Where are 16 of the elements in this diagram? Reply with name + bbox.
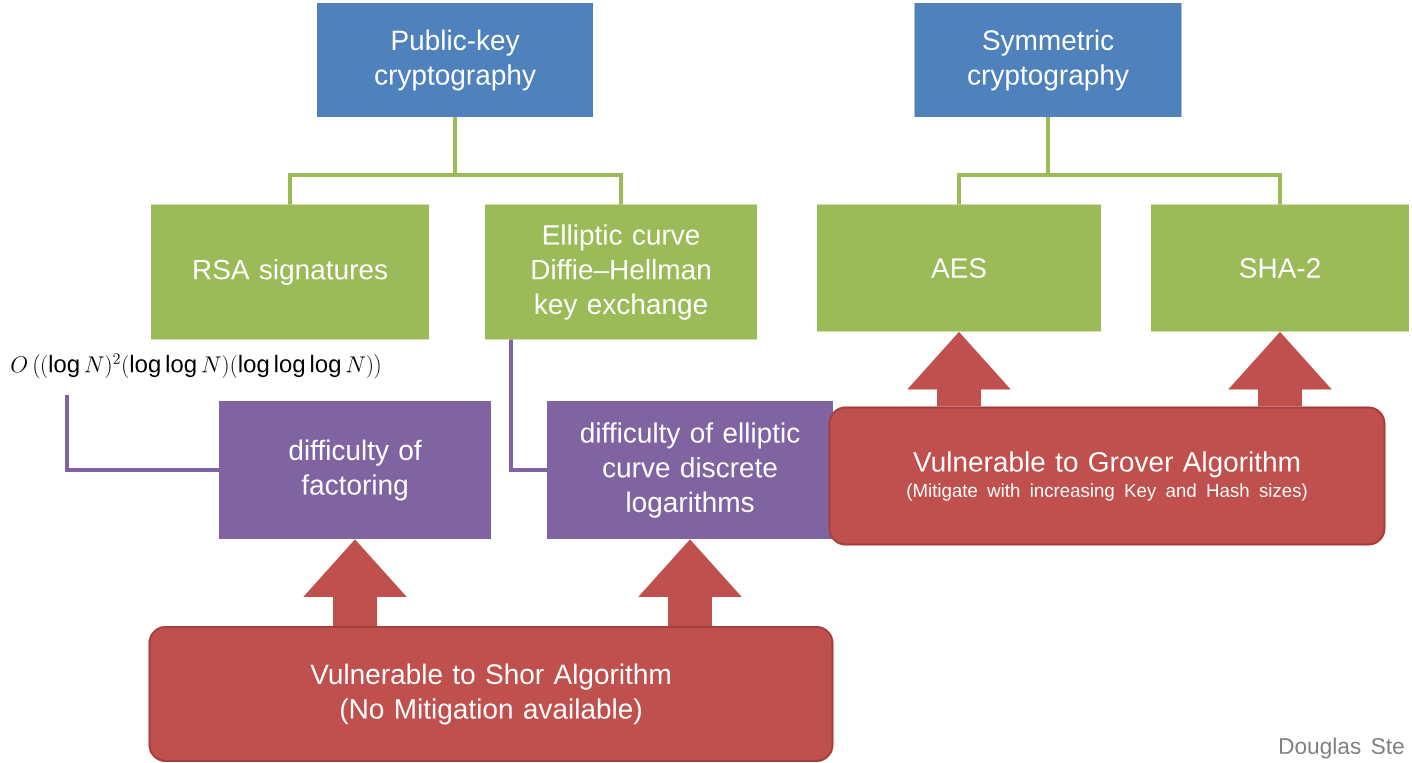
- heading-box: Symmetric cryptography: [914, 3, 1182, 117]
- category-box: SHA-2: [1151, 204, 1409, 332]
- problem-box: difficulty of factoring: [219, 401, 491, 539]
- warning-box: Vulnerable to Shor Algorithm (No Mitigation available): [148, 626, 834, 762]
- warning-box: Vulnerable to Grover Algorithm (Mitigate with increasing Key and Hash sizes): [828, 406, 1386, 546]
- heading-box: Public-key cryptography: [317, 3, 593, 117]
- category-box: RSA signatures: [151, 204, 429, 340]
- author-credit: Douglas Ste: [1279, 737, 1404, 759]
- problem-box: difficulty of elliptic curve discrete logarithms: [547, 401, 833, 539]
- connector-line: [509, 339, 547, 472]
- connector-line: [65, 395, 219, 472]
- category-box: Elliptic curve Diffie–Hellman key exchange: [485, 204, 757, 340]
- complexity-formula: $O\left((\log N)^2(\log\log N)(\log\log\log N)\right)$: [11, 353, 380, 379]
- category-box: AES: [817, 204, 1101, 332]
- tree-connector: [453, 117, 623, 205]
- tree-connector: [1046, 117, 1282, 205]
